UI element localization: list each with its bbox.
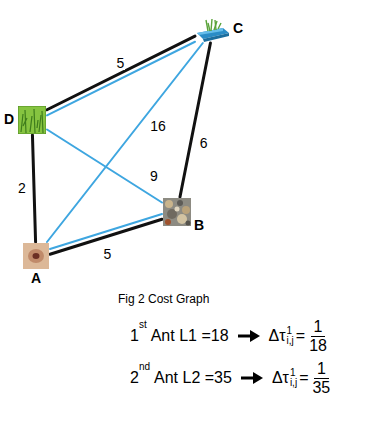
grass-blade: [23, 118, 27, 126]
formula-text: 18: [309, 337, 327, 355]
node-letter: C: [233, 21, 243, 35]
arrow-shaft: [238, 335, 252, 338]
arrow-head: [250, 330, 260, 342]
formula-text: 35: [312, 379, 330, 397]
grass-blade: [206, 20, 208, 31]
formula-text: =: [299, 369, 308, 387]
grass-ground: [18, 106, 46, 134]
path-line: [47, 130, 162, 203]
node-letter: A: [31, 271, 41, 285]
formula-text: =: [296, 327, 305, 345]
pebble: [175, 207, 180, 212]
nest-ground: [23, 243, 49, 269]
node-letter: D: [4, 112, 14, 126]
path-line: [32, 135, 35, 242]
grass-blade: [218, 23, 221, 29]
formula-text: Ant L2 =35: [154, 369, 232, 387]
formula-text: Δτ: [272, 369, 289, 387]
tray-side: [203, 33, 229, 42]
formula-row: 1stAnt L1 =18Δτ1i,j=118: [130, 318, 327, 354]
formula-text: Ant L1 =18: [151, 327, 229, 345]
place-node: B: [163, 198, 191, 226]
path-line: [180, 43, 210, 197]
grass-blade: [30, 116, 32, 132]
index-stack: 1i,j: [287, 326, 294, 347]
cost-label: 5: [103, 247, 113, 261]
nest-hole: [33, 253, 40, 259]
grass-blade: [214, 21, 217, 30]
grass-blade: [37, 120, 38, 128]
tray-icon: [196, 18, 230, 42]
cost-label: 2: [17, 181, 27, 195]
pebble: [177, 214, 187, 224]
rock-icon: [163, 198, 191, 226]
pebble: [177, 200, 183, 206]
arrow-symbol: [237, 329, 261, 343]
formula-text: 1: [130, 327, 139, 345]
pebble: [165, 219, 171, 225]
hole-icon: [23, 243, 49, 269]
grass-blade: [34, 109, 35, 133]
path-line: [50, 214, 162, 249]
path-line: [47, 43, 203, 242]
formula-text: 2: [130, 369, 139, 387]
formula-text: i,j: [290, 378, 297, 389]
grass-edge: [18, 106, 46, 134]
pebble: [182, 206, 190, 214]
formula-text: 1: [311, 318, 326, 337]
fraction: 135: [312, 360, 330, 396]
path-line: [47, 42, 195, 116]
index-stack: 1i,j: [290, 368, 297, 389]
grass-icon: [18, 106, 46, 134]
formula-text: nd: [139, 361, 150, 372]
node-letter: B: [194, 218, 204, 232]
cost-label: 9: [149, 169, 159, 183]
arrow-shaft: [241, 377, 255, 380]
cost-label: 6: [199, 136, 209, 150]
formula-text: 1: [314, 360, 329, 379]
formula-text: i,j: [287, 336, 294, 347]
arrow-symbol: [240, 371, 264, 385]
arrow-head: [253, 372, 263, 384]
nest-mound: [28, 249, 44, 263]
formula-row: 2ndAnt L2 =35Δτ1i,j=135: [130, 360, 330, 396]
rock-ground: [163, 198, 191, 226]
cost-label: 16: [149, 119, 167, 133]
grass-blade: [42, 111, 43, 133]
place-node: D: [18, 106, 46, 134]
grass-blade: [215, 20, 216, 30]
grass-blade: [21, 114, 23, 132]
place-node: A: [23, 243, 49, 269]
grass-blade: [208, 23, 210, 31]
pebble: [165, 200, 173, 208]
formula-text: Δτ: [269, 327, 286, 345]
cost-label: 5: [116, 56, 126, 70]
path-line: [47, 36, 195, 110]
grass-blade: [39, 115, 41, 132]
pebble: [186, 221, 191, 226]
grass-blade: [211, 19, 212, 31]
figure-caption: Fig 2 Cost Graph: [118, 293, 209, 305]
formula-text: 1: [290, 368, 297, 379]
formula-text: 1: [287, 326, 294, 337]
formula-text: st: [139, 319, 147, 330]
place-node: C: [196, 18, 230, 42]
fraction: 118: [309, 318, 327, 354]
